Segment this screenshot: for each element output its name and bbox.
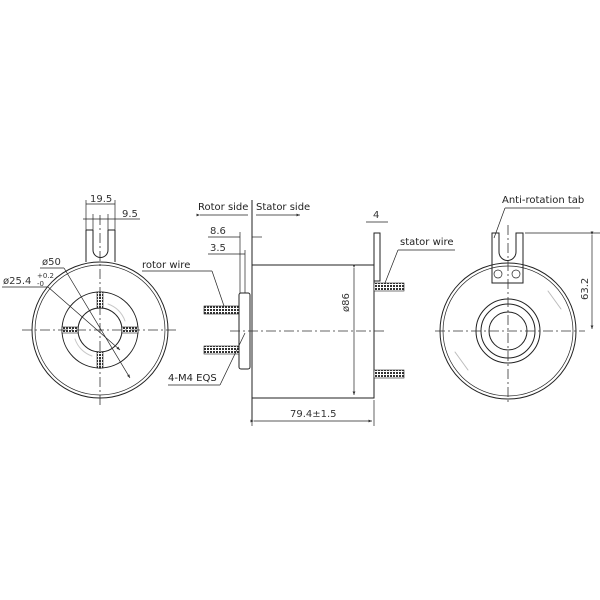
slot-width-dim: 9.5 [122,209,138,220]
flange-thickness-dim: 3.5 [210,243,226,254]
bore-diameter-dim: ø25.4 [3,276,31,287]
stator-side-label: Stator side [256,202,310,213]
tab-thickness-dim: 4 [373,210,379,221]
rotor-wire-label: rotor wire [142,260,190,271]
bore-tol-lower: -0 [37,280,44,288]
rotor-side-label: Rotor side [198,202,248,213]
mount-holes-label: 4-M4 EQS [168,373,217,384]
bore-tol-upper: +0.2 [37,272,54,280]
tab-width-dim: 19.5 [90,194,112,205]
side-view: Rotor side Stator side 8.6 3.5 rotor wir… [142,200,455,426]
stator-wire-label: stator wire [400,237,454,248]
flange-offset-dim: 8.6 [210,226,226,237]
outer-diameter-dim: ø50 [42,257,61,268]
rear-view: Anti-rotation tab 63.2 [435,195,600,405]
tab-height-dim: 63.2 [580,278,591,300]
anti-rotation-tab-label: Anti-rotation tab [502,195,584,206]
body-diameter-dim: ø86 [341,293,352,312]
front-view: 19.5 9.5 ø50 ø25.4 +0.2 -0 [2,194,178,405]
body-length-dim: 79.4±1.5 [290,409,337,420]
